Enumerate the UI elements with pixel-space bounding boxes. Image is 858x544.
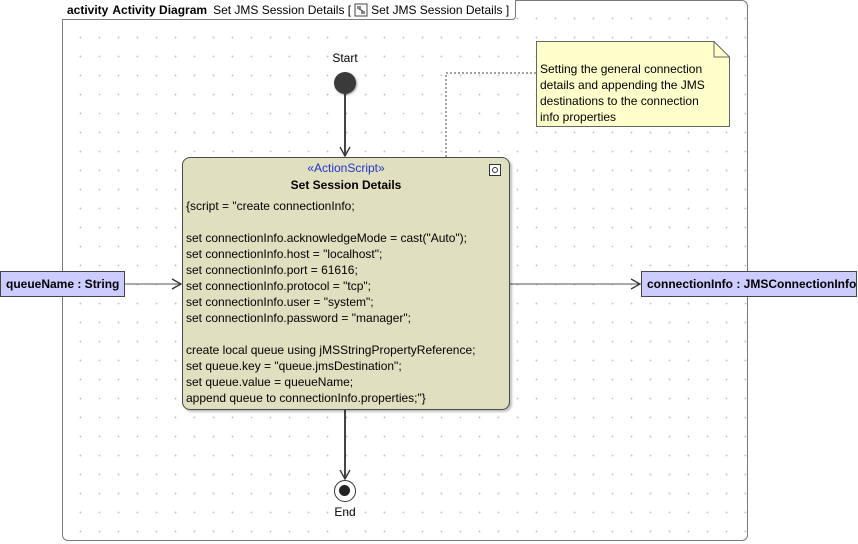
note-shape — [536, 41, 730, 127]
note-anchor-line — [445, 72, 536, 157]
comment-note[interactable]: Setting the general connection details a… — [536, 41, 730, 127]
end-label: End — [334, 505, 356, 519]
input-parameter-node[interactable]: queueName : String — [0, 271, 125, 297]
frame-keyword: activity — [67, 2, 109, 17]
initial-node[interactable] — [334, 72, 356, 94]
note-text: Setting the general connection details a… — [540, 62, 705, 124]
activity-final-node[interactable] — [334, 480, 356, 502]
frame-title-ref: Set JMS Session Details ] — [371, 2, 510, 17]
frame-title-tab: activity Activity Diagram Set JMS Sessio… — [62, 0, 517, 20]
frame-title: Set JMS Session Details [ — [213, 2, 352, 17]
output-parameter-node[interactable]: connectionInfo : JMSConnectionInfo — [641, 271, 857, 297]
frame-diagram-name: Activity Diagram — [112, 2, 208, 17]
action-stereotype: «ActionScript» — [307, 161, 385, 175]
action-script: {script = "create connectionInfo; set co… — [186, 199, 476, 405]
start-label: Start — [332, 51, 358, 65]
input-parameter-label: queueName : String — [6, 277, 120, 291]
action-name: Set Session Details — [290, 178, 402, 192]
action-set-session-details[interactable]: «ActionScript» Set Session Details {scri… — [182, 157, 510, 410]
activity-icon — [489, 164, 501, 176]
output-parameter-label: connectionInfo : JMSConnectionInfo — [647, 277, 857, 291]
diagram-icon — [354, 3, 368, 17]
